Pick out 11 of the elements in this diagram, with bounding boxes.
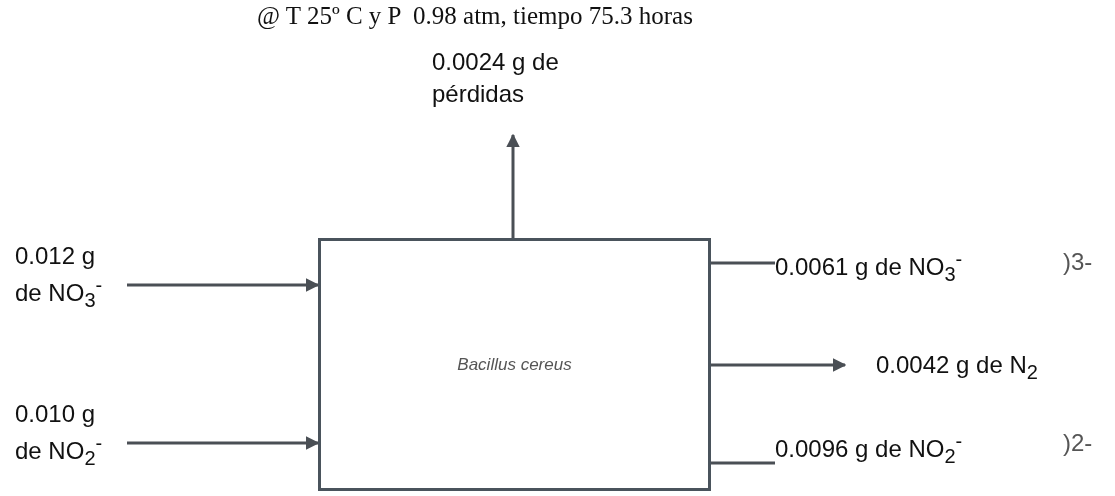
- text-fragment: )2-: [1063, 429, 1093, 457]
- text-fragment: )3-: [1063, 248, 1093, 276]
- conditions-heading: @ T 25º C y P 0.98 atm, tiempo 75.3 horas: [257, 2, 693, 30]
- organism-name: Bacillus cereus: [457, 354, 572, 375]
- arrow: [711, 358, 847, 372]
- arrow: [127, 436, 320, 450]
- stream-label: 0.0042 g de N$_{2}$: [845, 349, 1085, 386]
- arrow: [506, 133, 520, 238]
- arrow: [127, 278, 320, 292]
- stream-label: 0.0024 g de pérdidas: [432, 46, 582, 111]
- process-box: [318, 238, 711, 491]
